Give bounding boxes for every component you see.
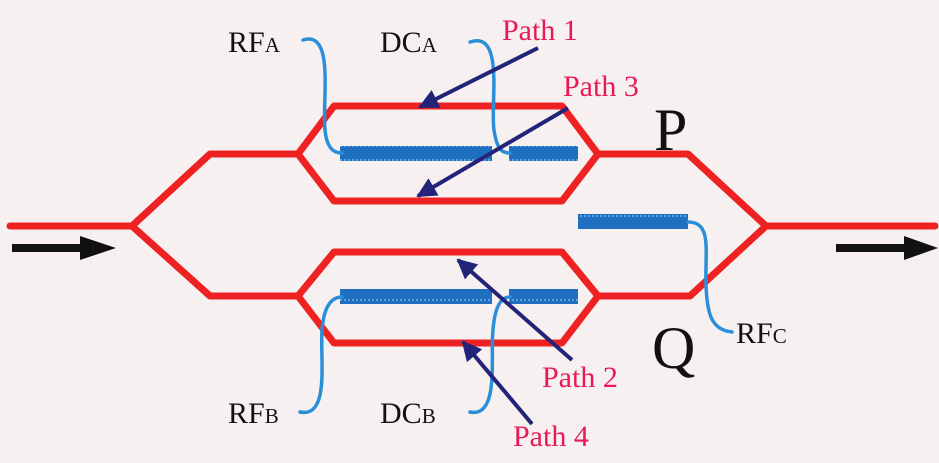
dc-a-lead [468,39,512,155]
path-2-label: Path 2 [542,361,618,394]
path-1-label: Path 1 [502,14,578,47]
lower-arm-waveguide [128,222,302,300]
upper-inner-mzi [294,102,602,205]
dc-b-electrode [509,289,578,304]
rf-a-lead [301,37,344,155]
electrodes [340,146,688,304]
path-3-label: Path 3 [563,70,639,103]
rf-c-electrode [578,214,688,229]
rf-a-electrode [340,146,492,161]
dc-b-label: DCB [380,397,436,430]
waveguide-network [6,102,939,347]
input-arrow [12,236,116,260]
rf-c-label: RFC [736,317,787,350]
port-q-label: Q [652,315,695,381]
lower-inner-mzi [294,248,602,347]
rf-b-label: RFB [228,397,279,430]
path-4-label: Path 4 [513,420,589,453]
rf-b-electrode [340,289,492,304]
dc-a-electrode [509,146,578,161]
path-4-arrow [461,340,534,426]
io-arrows [12,236,938,260]
output-arrow [836,236,938,260]
path-2-arrow [456,258,574,362]
path-arrows [416,46,574,426]
path-3-arrow [416,106,570,198]
upper-arm-waveguide [128,150,302,230]
rf-b-lead [298,295,344,414]
port-p-label: P [654,97,687,163]
rf-c-lead [686,220,734,334]
rf-a-label: RFA [228,26,281,59]
path-1-arrow [418,46,539,109]
lower-output-arm [594,222,770,300]
upper-output-arm [594,150,770,230]
dc-a-label: DCA [380,26,438,59]
